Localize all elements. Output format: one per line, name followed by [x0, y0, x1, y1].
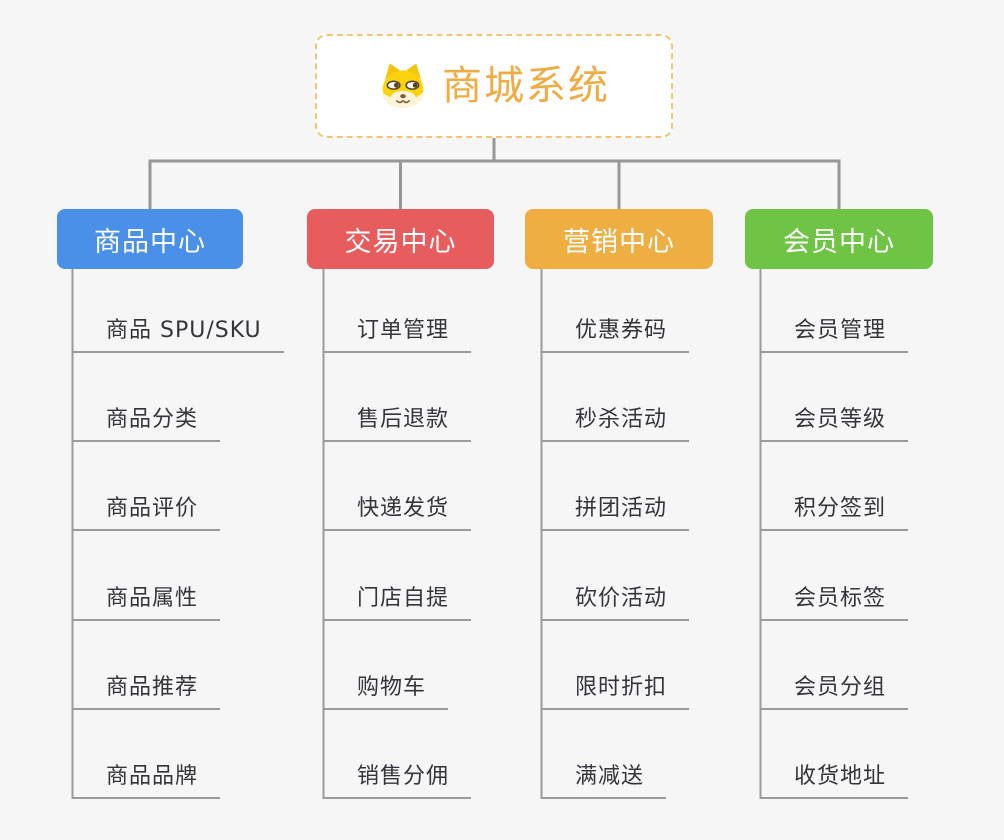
leaf-node[interactable]: 优惠券码	[541, 315, 690, 353]
leaf-node[interactable]: 售后退款	[323, 404, 472, 442]
leaf-node[interactable]: 秒杀活动	[541, 404, 690, 442]
leaf-node[interactable]: 购物车	[323, 672, 449, 710]
leaf-node[interactable]: 收货地址	[760, 761, 909, 799]
leaf-node[interactable]: 订单管理	[323, 315, 472, 353]
leaf-node[interactable]: 会员分组	[760, 672, 909, 710]
leaf-node[interactable]: 商品分类	[72, 404, 221, 442]
leaf-node[interactable]: 商品评价	[72, 493, 221, 531]
branch-label: 营销中心	[563, 226, 675, 258]
branch-node-marketing-center[interactable]: 营销中心	[525, 209, 713, 269]
branch-node-member-center[interactable]: 会员中心	[745, 209, 933, 269]
root-node-mall-system[interactable]: 商城系统	[315, 34, 673, 138]
bus-line	[148, 159, 841, 209]
branch-label: 商品中心	[94, 226, 206, 258]
branch-node-trade-center[interactable]: 交易中心	[307, 209, 494, 269]
leaf-node[interactable]: 商品品牌	[72, 761, 221, 799]
leaf-node[interactable]: 销售分佣	[323, 761, 472, 799]
leaf-node[interactable]: 满减送	[541, 761, 667, 799]
leaf-node[interactable]: 会员管理	[760, 315, 909, 353]
branch-label: 交易中心	[344, 226, 457, 258]
leaf-node[interactable]: 商品推荐	[72, 672, 221, 710]
leaf-node[interactable]: 拼团活动	[541, 493, 690, 531]
leaf-node[interactable]: 砍价活动	[541, 583, 690, 621]
leaf-node[interactable]: 快递发货	[323, 493, 472, 531]
leaf-node[interactable]: 会员等级	[760, 404, 909, 442]
leaf-node[interactable]: 会员标签	[760, 583, 909, 621]
leaf-node[interactable]: 积分签到	[760, 493, 909, 531]
leaf-node[interactable]: 商品属性	[72, 583, 221, 621]
leaf-node[interactable]: 商品 SPU/SKU	[72, 315, 284, 353]
leaf-node[interactable]: 门店自提	[323, 583, 472, 621]
branch-node-product-center[interactable]: 商品中心	[57, 209, 243, 269]
root-node-label: 商城系统	[442, 63, 610, 109]
leaf-node[interactable]: 限时折扣	[541, 672, 690, 710]
branch-label: 会员中心	[783, 226, 895, 258]
dog-face-icon	[378, 61, 428, 111]
